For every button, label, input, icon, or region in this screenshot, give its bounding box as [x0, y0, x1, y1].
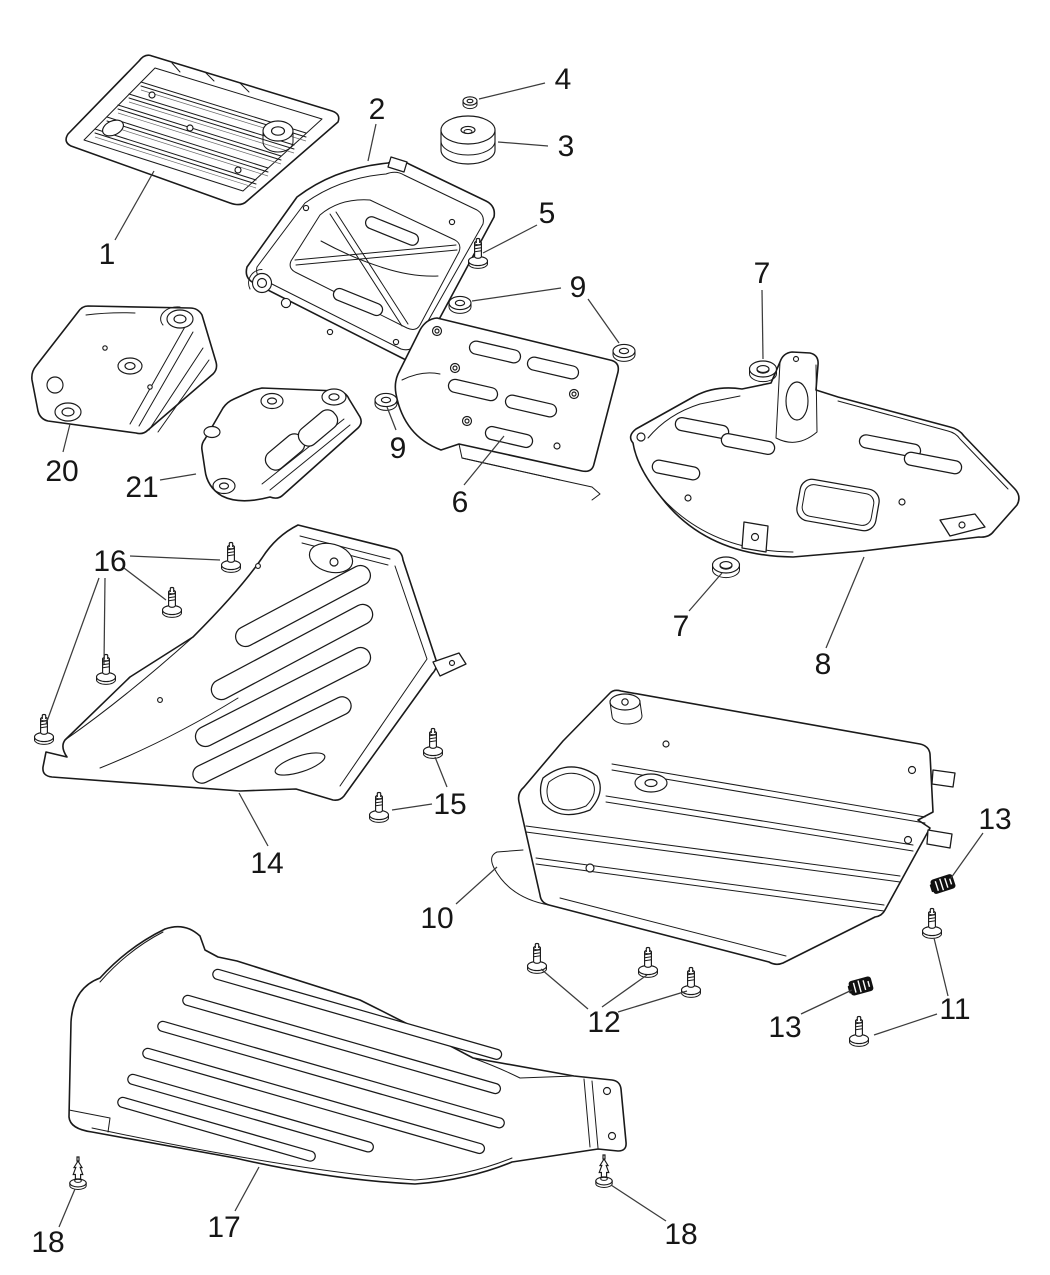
callout-5: 5 — [539, 197, 556, 230]
part-13-clip-nut-icon — [845, 975, 875, 997]
part-6-skid-plate — [394, 317, 620, 501]
callout-2: 2 — [369, 93, 386, 126]
part-17-floor-heat-shield — [68, 925, 627, 1185]
callout-10: 10 — [420, 902, 453, 935]
callout-7-bottom: 7 — [673, 610, 690, 643]
part-21-skid-bracket — [201, 387, 362, 502]
part-16-screw-icon — [220, 541, 242, 573]
callout-21: 21 — [125, 471, 158, 504]
part-9-grommet-icon — [612, 343, 636, 362]
callout-9-top: 9 — [570, 271, 587, 304]
callout-13-left: 13 — [768, 1011, 801, 1044]
callout-9-left: 9 — [390, 432, 407, 465]
callout-11: 11 — [939, 993, 970, 1026]
part-15-screw-icon — [422, 727, 444, 759]
callout-4: 4 — [555, 63, 572, 96]
part-9-grommet-icon — [448, 295, 472, 314]
part-12-screw-icon — [680, 966, 702, 998]
part-12-screw-icon — [526, 942, 548, 974]
callout-7-top: 7 — [754, 257, 771, 290]
callout-14: 14 — [250, 847, 283, 880]
callout-18-left: 18 — [31, 1226, 64, 1259]
part-8-tank-shield — [629, 351, 1020, 558]
part-9-grommet-icon — [374, 392, 398, 411]
callout-18-right: 18 — [664, 1218, 697, 1251]
part-20-skid-bracket — [31, 305, 218, 435]
callout-13-right: 13 — [978, 803, 1011, 836]
part-18-push-pin-icon — [69, 1156, 87, 1191]
part-3-isolator — [440, 115, 496, 165]
callout-8: 8 — [815, 648, 832, 681]
part-2-engine-undercover — [245, 156, 496, 361]
part-14-heat-shield — [42, 524, 467, 801]
part-16-screw-icon — [161, 586, 183, 618]
part-16-screw-icon — [33, 713, 55, 745]
part-4-nut-icon — [462, 96, 478, 110]
callout-3: 3 — [558, 130, 575, 163]
callout-6: 6 — [452, 486, 469, 519]
part-12-screw-icon — [637, 946, 659, 978]
callout-labels: 1 2 3 4 5 6 7 7 8 9 9 10 11 12 13 13 14 … — [31, 63, 1011, 1259]
callout-20: 20 — [45, 455, 78, 488]
part-7-nut-icon — [711, 556, 741, 579]
callout-16: 16 — [93, 545, 126, 578]
callout-12: 12 — [587, 1006, 620, 1039]
part-15-screw-icon — [368, 791, 390, 823]
callout-1: 1 — [99, 238, 116, 271]
callout-15: 15 — [433, 788, 466, 821]
callout-17: 17 — [207, 1211, 240, 1244]
part-11-screw-icon — [921, 907, 943, 939]
part-16-screw-icon — [95, 653, 117, 685]
part-10-rear-skid-plate — [491, 689, 956, 966]
part-18-push-pin-icon — [595, 1154, 613, 1189]
part-11-screw-icon — [848, 1015, 870, 1047]
part-1-front-belly-panel — [65, 54, 340, 206]
leader-lines — [45, 82, 984, 1228]
